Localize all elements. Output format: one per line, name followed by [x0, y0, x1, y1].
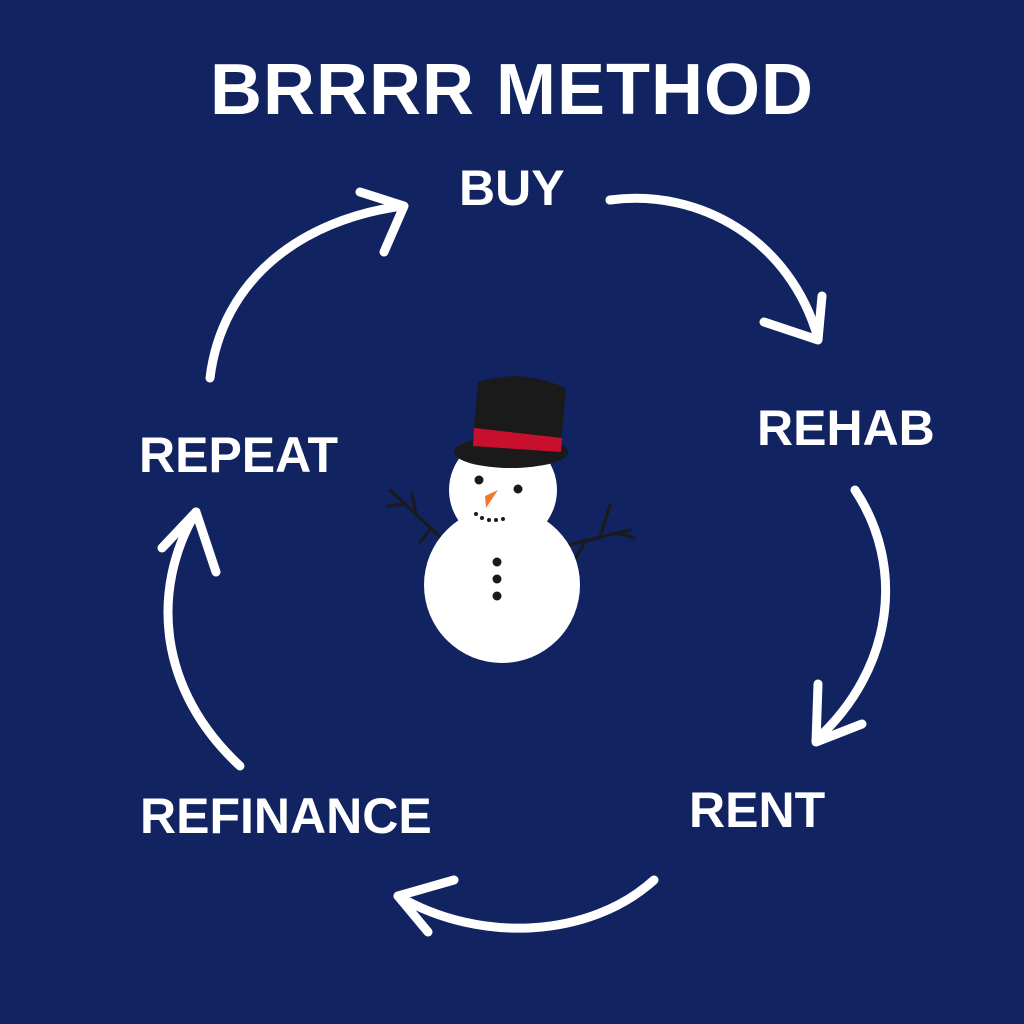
snowman-body — [424, 507, 580, 663]
step-rehab-label: REHAB — [757, 400, 935, 456]
top-hat-icon — [454, 376, 568, 468]
arrow-repeat-to-buy-icon — [205, 187, 409, 383]
left-eye — [474, 475, 484, 485]
step-buy-label: BUY — [459, 160, 565, 216]
arrow-rehab-to-rent-icon — [811, 485, 891, 747]
arrow-refinance-to-repeat-icon — [157, 507, 245, 771]
coal-smile — [474, 512, 505, 522]
step-repeat-label: REPEAT — [139, 427, 339, 483]
arrow-rent-to-refinance-icon — [393, 875, 659, 937]
arrow-buy-to-rehab-icon — [605, 193, 827, 345]
carrot-nose-icon — [485, 490, 498, 508]
diagram-title: BRRRR METHOD — [210, 50, 814, 130]
step-refinance-label: REFINANCE — [140, 788, 432, 844]
step-rent-label: RENT — [689, 782, 826, 838]
coal-buttons — [492, 557, 502, 601]
right-eye — [513, 484, 523, 494]
